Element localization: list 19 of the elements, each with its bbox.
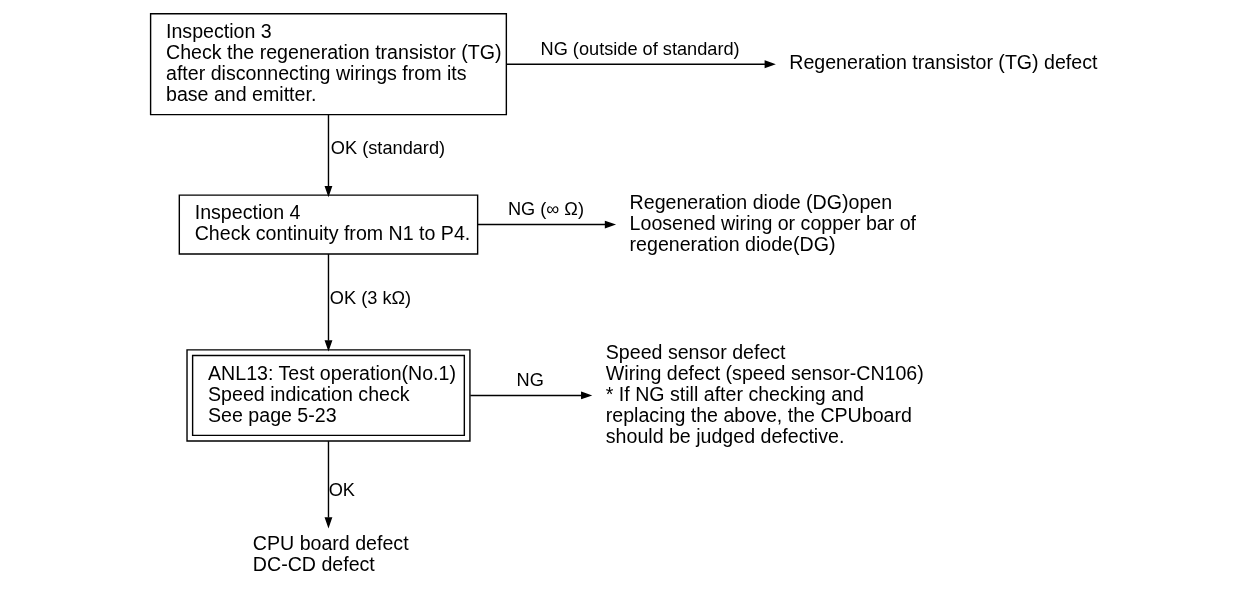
node-text: Speed sensor defect Wiring defect (speed sensor-CN106) * If NG still after checking and replacing the above, the CPUboard should be judged defective. [605,340,924,447]
node-box: Inspection 3 Check the regeneration transistor (TG) after disconnecting wirings from its base and emitter. [149,13,508,116]
arrow [324,114,333,198]
edge-label: NG (∞ Ω) [507,199,584,220]
edge-label: NG (outside of standard) [540,38,740,59]
arrow [477,220,617,229]
edge-label: NG [516,370,544,391]
node-text: Regeneration transistor (TG) defect [789,51,1098,74]
arrow [469,391,593,400]
edge-label: OK (standard) [330,138,446,159]
node-box: ANL13: Test operation(No.1) Speed indication check See page 5-23 [186,349,471,442]
arrow [324,253,333,352]
node-text: CPU board defect DC-CD defect [252,532,409,576]
node-text: Regeneration diode (DG)open Loosened wiring or copper bar of regeneration diode(DG) [629,190,917,255]
node-box: Inspection 4 Check continuity from N1 to P4. [178,194,479,255]
arrow [506,60,776,69]
arrow [324,440,333,529]
edge-label: OK [328,480,355,501]
edge-label: OK (3 kΩ) [329,288,412,309]
